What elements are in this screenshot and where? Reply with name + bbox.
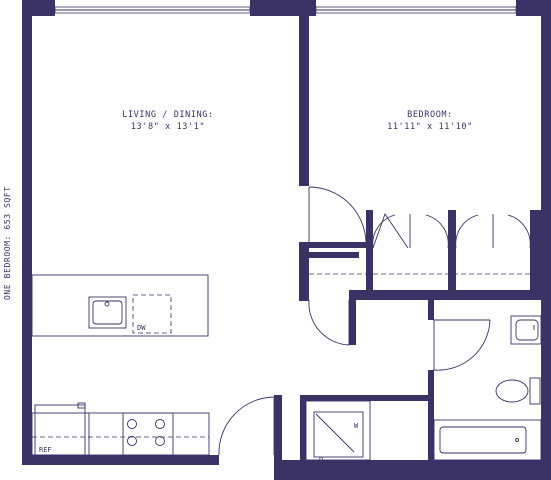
- washer-dryer: [313, 411, 364, 458]
- refrigerator-label: REF: [39, 446, 52, 454]
- kitchen-island: [31, 274, 209, 337]
- bathtub: [433, 419, 542, 461]
- unit-size-label: ONE BEDROOM: 653 SQFT: [3, 186, 12, 300]
- vanity-sink: [510, 315, 542, 345]
- kitchen: [31, 274, 210, 456]
- laundry: [305, 400, 371, 461]
- refrigerator: [34, 404, 86, 456]
- living-room-name: LIVING / DINING:: [122, 110, 213, 120]
- range: [122, 412, 174, 456]
- sink: [88, 296, 127, 329]
- windows: [54, 6, 517, 14]
- interior-walls: [299, 14, 541, 462]
- washer-label: W: [354, 422, 359, 430]
- doors: [218, 186, 531, 456]
- bathroom: [433, 315, 542, 461]
- bedroom-name: BEDROOM:: [407, 110, 453, 120]
- exterior-walls: [22, 0, 551, 480]
- living-room-dims: 13'8" x 13'1": [131, 122, 205, 132]
- dishwasher-label: DW: [137, 324, 146, 332]
- bedroom-dims: 11'11" x 11'10": [387, 122, 473, 132]
- dryer-label: D: [319, 456, 323, 464]
- dishwasher: [132, 294, 172, 334]
- toilet: [529, 377, 541, 405]
